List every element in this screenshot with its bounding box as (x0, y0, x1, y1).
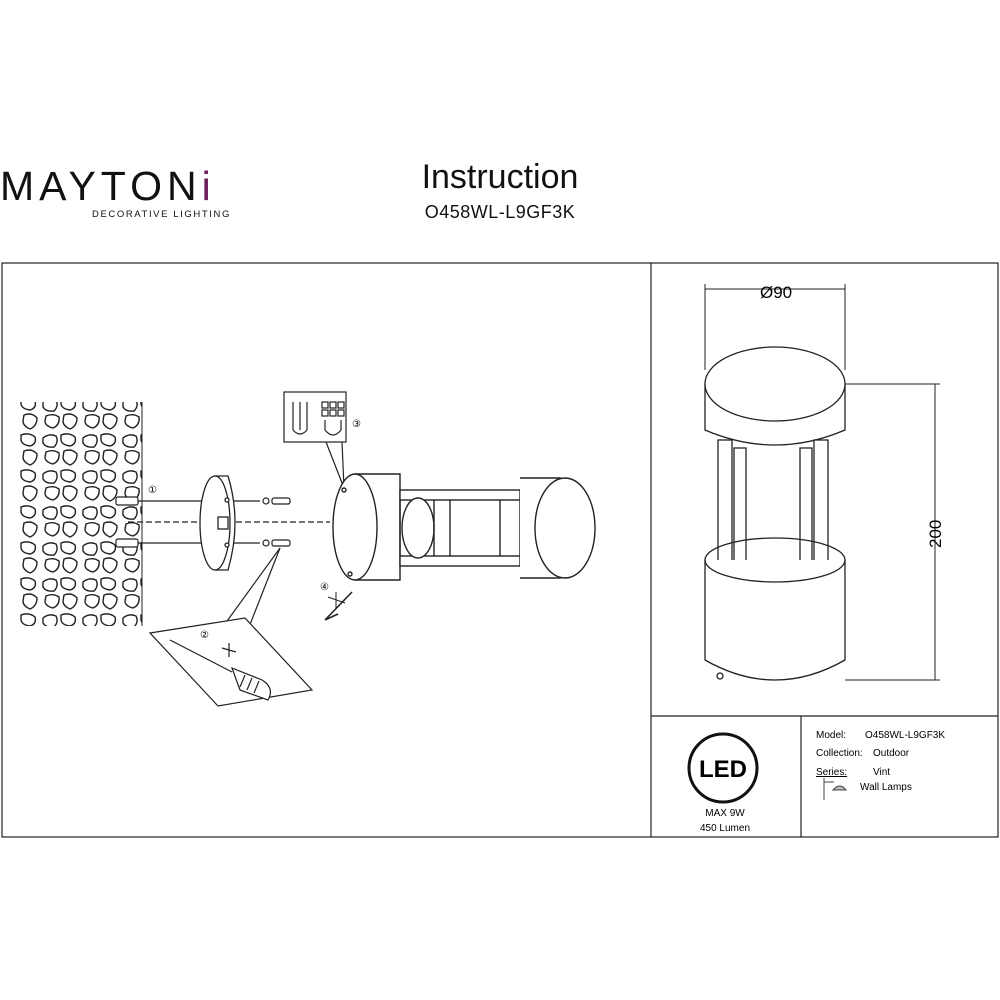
screwdriver-callout (148, 547, 314, 707)
brand-logo: MAYTONi (0, 166, 216, 207)
allen-key-icon (324, 591, 353, 621)
page-title: Instruction (421, 158, 579, 196)
outer-frame (1, 262, 999, 838)
terminal-block-icon (292, 401, 345, 436)
diameter-label: Ø90 (760, 283, 792, 302)
dimension-drawing (704, 284, 940, 681)
step-4-label: ④ (320, 582, 329, 593)
brand-name: MAYTON (0, 163, 202, 209)
stone-wall (20, 402, 143, 626)
screwdriver-icon (230, 666, 272, 701)
led-badge-text: LED (699, 756, 747, 783)
brand-tagline: DECORATIVE LIGHTING (92, 209, 231, 220)
led-lumen: 450 Lumen (700, 823, 750, 834)
mounting-screws (262, 497, 291, 547)
mounting-plate (199, 475, 236, 571)
wall-lamp-icon (823, 778, 848, 800)
spec-type-value: Wall Lamps (860, 782, 912, 793)
brand-name-accent: i (201, 163, 216, 209)
spec-series-value: Vint (873, 767, 890, 778)
led-badge-icon: LED (687, 732, 759, 804)
step-1-label: ① (148, 485, 157, 496)
spec-model-value: O458WL-L9GF3K (865, 730, 945, 741)
lamp-body-exploded (332, 473, 596, 581)
height-label: 200 (926, 520, 945, 548)
wiring-callout (283, 391, 347, 489)
spec-series-label: Series: (816, 767, 847, 778)
spec-collection-label: Collection: (816, 748, 863, 759)
spec-collection-value: Outdoor (873, 748, 910, 759)
model-heading: O458WL-L9GF3K (424, 202, 576, 222)
led-power: MAX 9W (705, 808, 745, 819)
step-3-label: ③ (352, 419, 361, 430)
spec-model-label: Model: (816, 730, 846, 741)
step-2-label: ② (200, 630, 209, 641)
